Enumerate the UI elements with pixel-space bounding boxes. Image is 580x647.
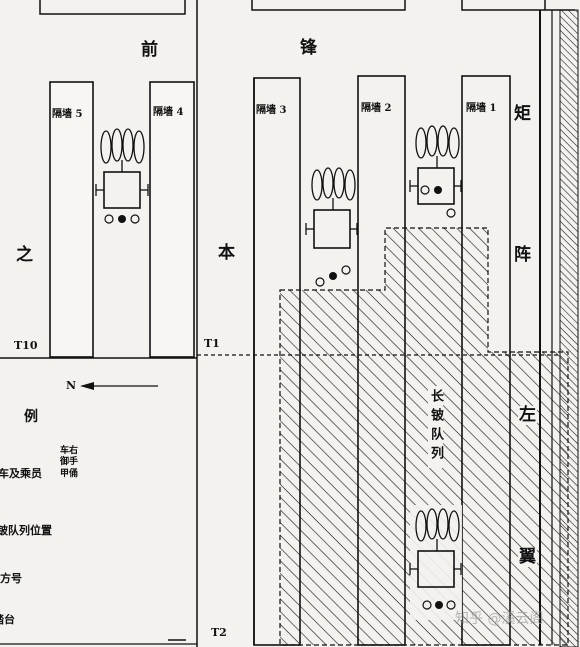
north-label: N [66,379,77,392]
chariot-group-b [305,167,358,287]
edge-strip [559,9,579,647]
trench-t2-label: T2 [211,626,227,639]
wall-2-label: 隔墙 2 [361,103,392,114]
title-char-ben: 本 [218,243,235,263]
wall-1-label: 隔墙 1 [466,103,497,114]
legend-item-platform: 踏台 [0,614,15,625]
title-char-yi: 翼 [518,547,537,567]
wall-5 [49,81,94,358]
wall-3-label: 隔墙 3 [256,105,287,116]
wall-2 [357,75,406,646]
chariot-group-d [409,505,462,620]
wall-5-label: 隔墙 5 [52,109,83,120]
title-char-zhi: 之 [16,245,33,265]
legend-title: 例 [24,409,38,425]
wall-4 [149,81,195,358]
title-char-qian: 前 [141,40,158,60]
north-arrow [80,382,158,390]
legend-item-chariot-side: 车右 御手 甲俑 [60,446,79,479]
chariot-group-a [95,128,149,224]
title-char-zuo: 左 [518,405,537,425]
trench-t10-label: T10 [14,339,38,352]
legend-item-chariot-crew: 车及乘员 [0,468,42,479]
watermark: 知乎 @溪云阁 [455,611,544,627]
pike-formation-area [279,227,569,646]
chariot-group-c [409,125,462,218]
trench-t1-label: T1 [204,337,220,350]
wall-4-label: 隔墙 4 [153,107,184,118]
pike-column-label: 长铍队列 [428,386,443,468]
legend-item-square: 方号 [0,572,22,585]
title-char-ju: 矩 [514,104,531,124]
title-char-feng: 锋 [300,38,317,58]
title-char-zhen: 阵 [514,245,531,265]
legend-item-pike-position: 铍队列位置 [0,524,52,537]
wall-1 [461,75,511,646]
